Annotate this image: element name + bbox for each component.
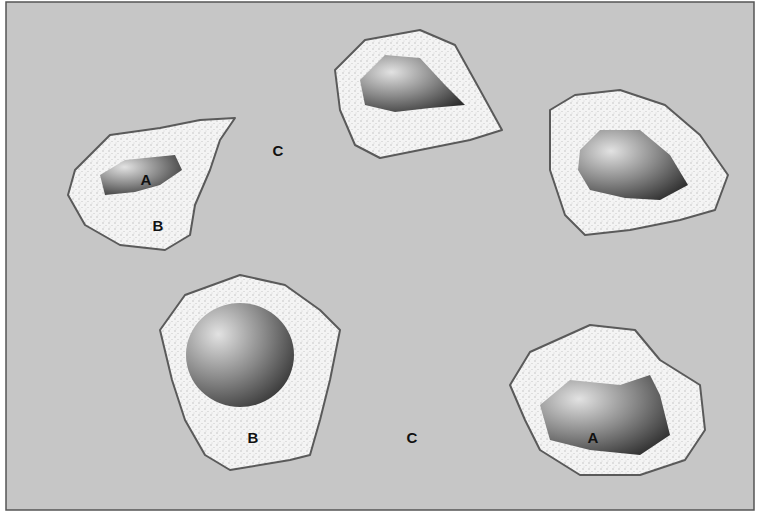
region-label: C	[407, 430, 418, 445]
part-label: A	[141, 172, 152, 187]
part-label: B	[248, 430, 259, 445]
part-label: B	[153, 218, 164, 233]
region-label: C	[273, 143, 284, 158]
part-label: A	[588, 430, 599, 445]
